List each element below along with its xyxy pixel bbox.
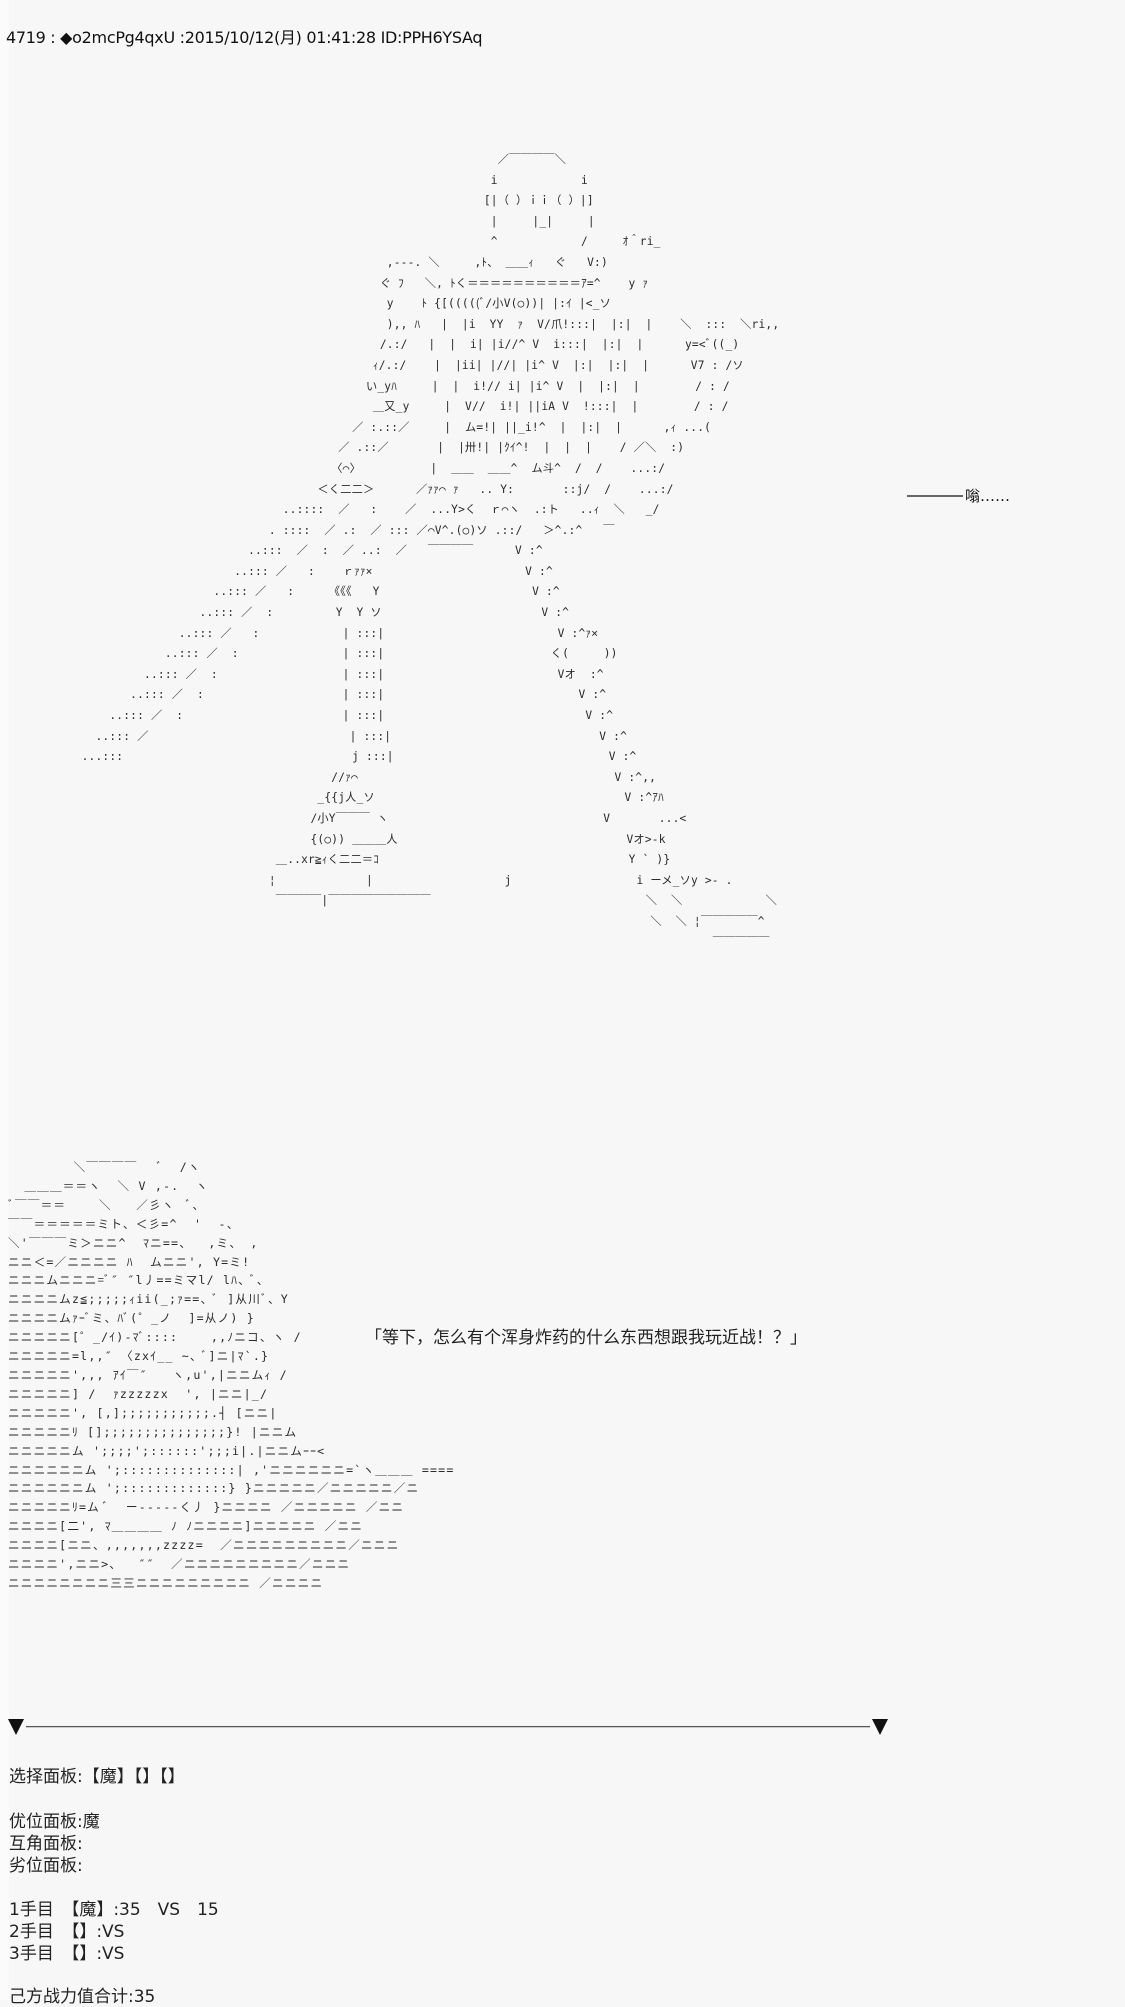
dialogue-line: 「等下，怎么有个浑身炸药的什么东西想跟我玩近战！？」: [365, 1328, 807, 1348]
select-panel: 选择面板:【魔】【】【】: [9, 1767, 185, 1787]
ascii-art-character-face: ＼￣￣￣￣ ﾞ /ヽ ＿＿＿＝＝ヽ ＼ V ,-. ヽ ﾞ￣￣＝＝ ＼ ／彡ヽ …: [8, 1160, 455, 1590]
even-panel: 互角面板:: [9, 1834, 83, 1854]
separator-line: [26, 1726, 870, 1728]
dash-line: [907, 494, 963, 497]
disadvantage-panel: 劣位面板:: [9, 1856, 83, 1876]
turn-3: 3手目 【】:VS: [9, 1944, 125, 1964]
turn-1: 1手目 【魔】:35 VS 15: [9, 1900, 219, 1920]
post-header: 4719 : ◆o2mcPg4qxU :2015/10/12(月) 01:41:…: [6, 28, 483, 47]
down-triangle-icon: [8, 1719, 24, 1735]
advantage-panel: 优位面板:魔: [9, 1812, 100, 1832]
down-triangle-icon: [872, 1719, 888, 1735]
sound-effect-text: 嗡……: [965, 487, 1011, 505]
section-separator: [8, 1716, 888, 1738]
turn-2: 2手目 【】:VS: [9, 1922, 125, 1942]
total-power: 己方战力值合计:35: [9, 1987, 156, 2007]
ascii-art-robot: ／￣￣￣￣＼ i i [|（ ）ｉｉ（ ）|]: [81, 153, 780, 949]
left-margin-strip: [0, 0, 9, 2000]
sound-effect: 嗡……: [907, 485, 1010, 506]
